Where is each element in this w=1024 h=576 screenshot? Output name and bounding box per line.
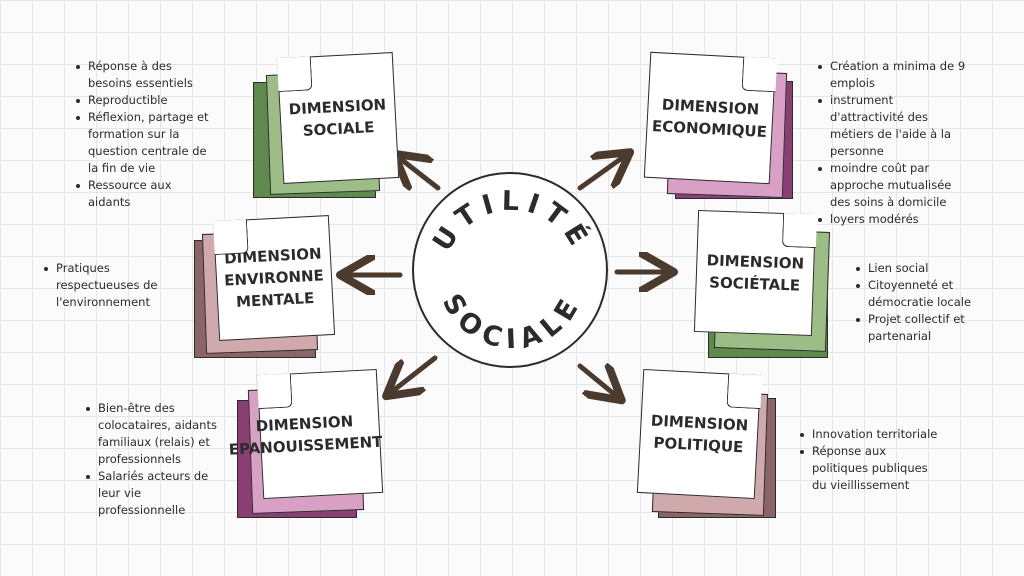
note-fold [276,55,312,92]
bullets-epanouissement: Bien-être des colocataires, aidants fami… [86,400,226,519]
dimension-sociale: Dimension Sociale [250,52,400,205]
dimension-label: Dimension Economique [651,95,768,141]
note-fold [741,56,777,92]
bullet-item: Citoyenneté et démocratie locale [856,277,996,311]
center-title-line2: SOCIALE [436,289,588,356]
bullet-item: instrument d'attractivité des métiers de… [818,92,968,160]
arrow-to-epanouissement [394,355,438,390]
note-societale: Dimension Sociétale [693,209,817,337]
bullet-item: Ressource aux aidants [76,177,216,211]
dimension-societale: Dimension Sociétale [693,209,838,362]
bullet-item: Innovation territoriale [800,426,940,443]
dimension-environnementale: Dimension Environne mentale [192,215,342,363]
center-title-line1: UTILITÉ [427,186,598,257]
bullet-item: Lien social [856,260,996,277]
bullet-item: Réponse aux politiques publiques du viei… [800,443,940,494]
note-fold [212,218,249,255]
arrow-to-sociale [402,160,441,188]
dimension-epanouissement: Dimension Epanouissement [228,368,394,520]
dimension-label: Dimension Politique [650,411,749,457]
note-environnementale: Dimension Environne mentale [212,215,336,341]
note-fold [256,372,293,409]
note-sociale: Dimension Sociale [276,52,400,184]
dimension-label: Dimension Sociétale [706,251,805,295]
bullet-item: Reproductible [76,92,216,109]
arrow-to-economique [577,158,622,191]
bullet-item: moindre coût par approche mutualisée des… [818,160,968,211]
bullet-item: loyers modérés [818,211,968,228]
note-economique: Dimension Economique [643,51,777,185]
bullet-item: Salariés acteurs de leur vie professionn… [86,468,226,519]
bullet-item: Pratiques respectueuses de l'environneme… [44,260,174,311]
bullet-item: Réflexion, partage et formation sur la q… [76,109,216,177]
note-fold [725,372,762,409]
arrow-to-politique [577,366,614,394]
dimension-economique: Dimension Economique [643,51,795,208]
bullet-item: Bien-être des colocataires, aidants fami… [86,400,226,468]
bullet-item: Réponse à des besoins essentiels [76,58,216,92]
dimension-label: Dimension Epanouissement [228,412,383,459]
bullet-item: Projet collectif et partenarial [856,311,996,345]
center-circle: UTILITÉ SOCIALE [412,172,608,368]
note-epanouissement: Dimension Epanouissement [228,368,384,500]
bullet-item: Création a minima de 9 emplois [818,58,968,92]
center-title: UTILITÉ SOCIALE [427,186,598,356]
dimension-politique: Dimension Politique [636,368,785,520]
note-fold [781,212,817,248]
bullets-environnementale: Pratiques respectueuses de l'environneme… [44,260,174,311]
dimension-label: Dimension Sociale [288,95,387,140]
note-politique: Dimension Politique [636,368,762,500]
